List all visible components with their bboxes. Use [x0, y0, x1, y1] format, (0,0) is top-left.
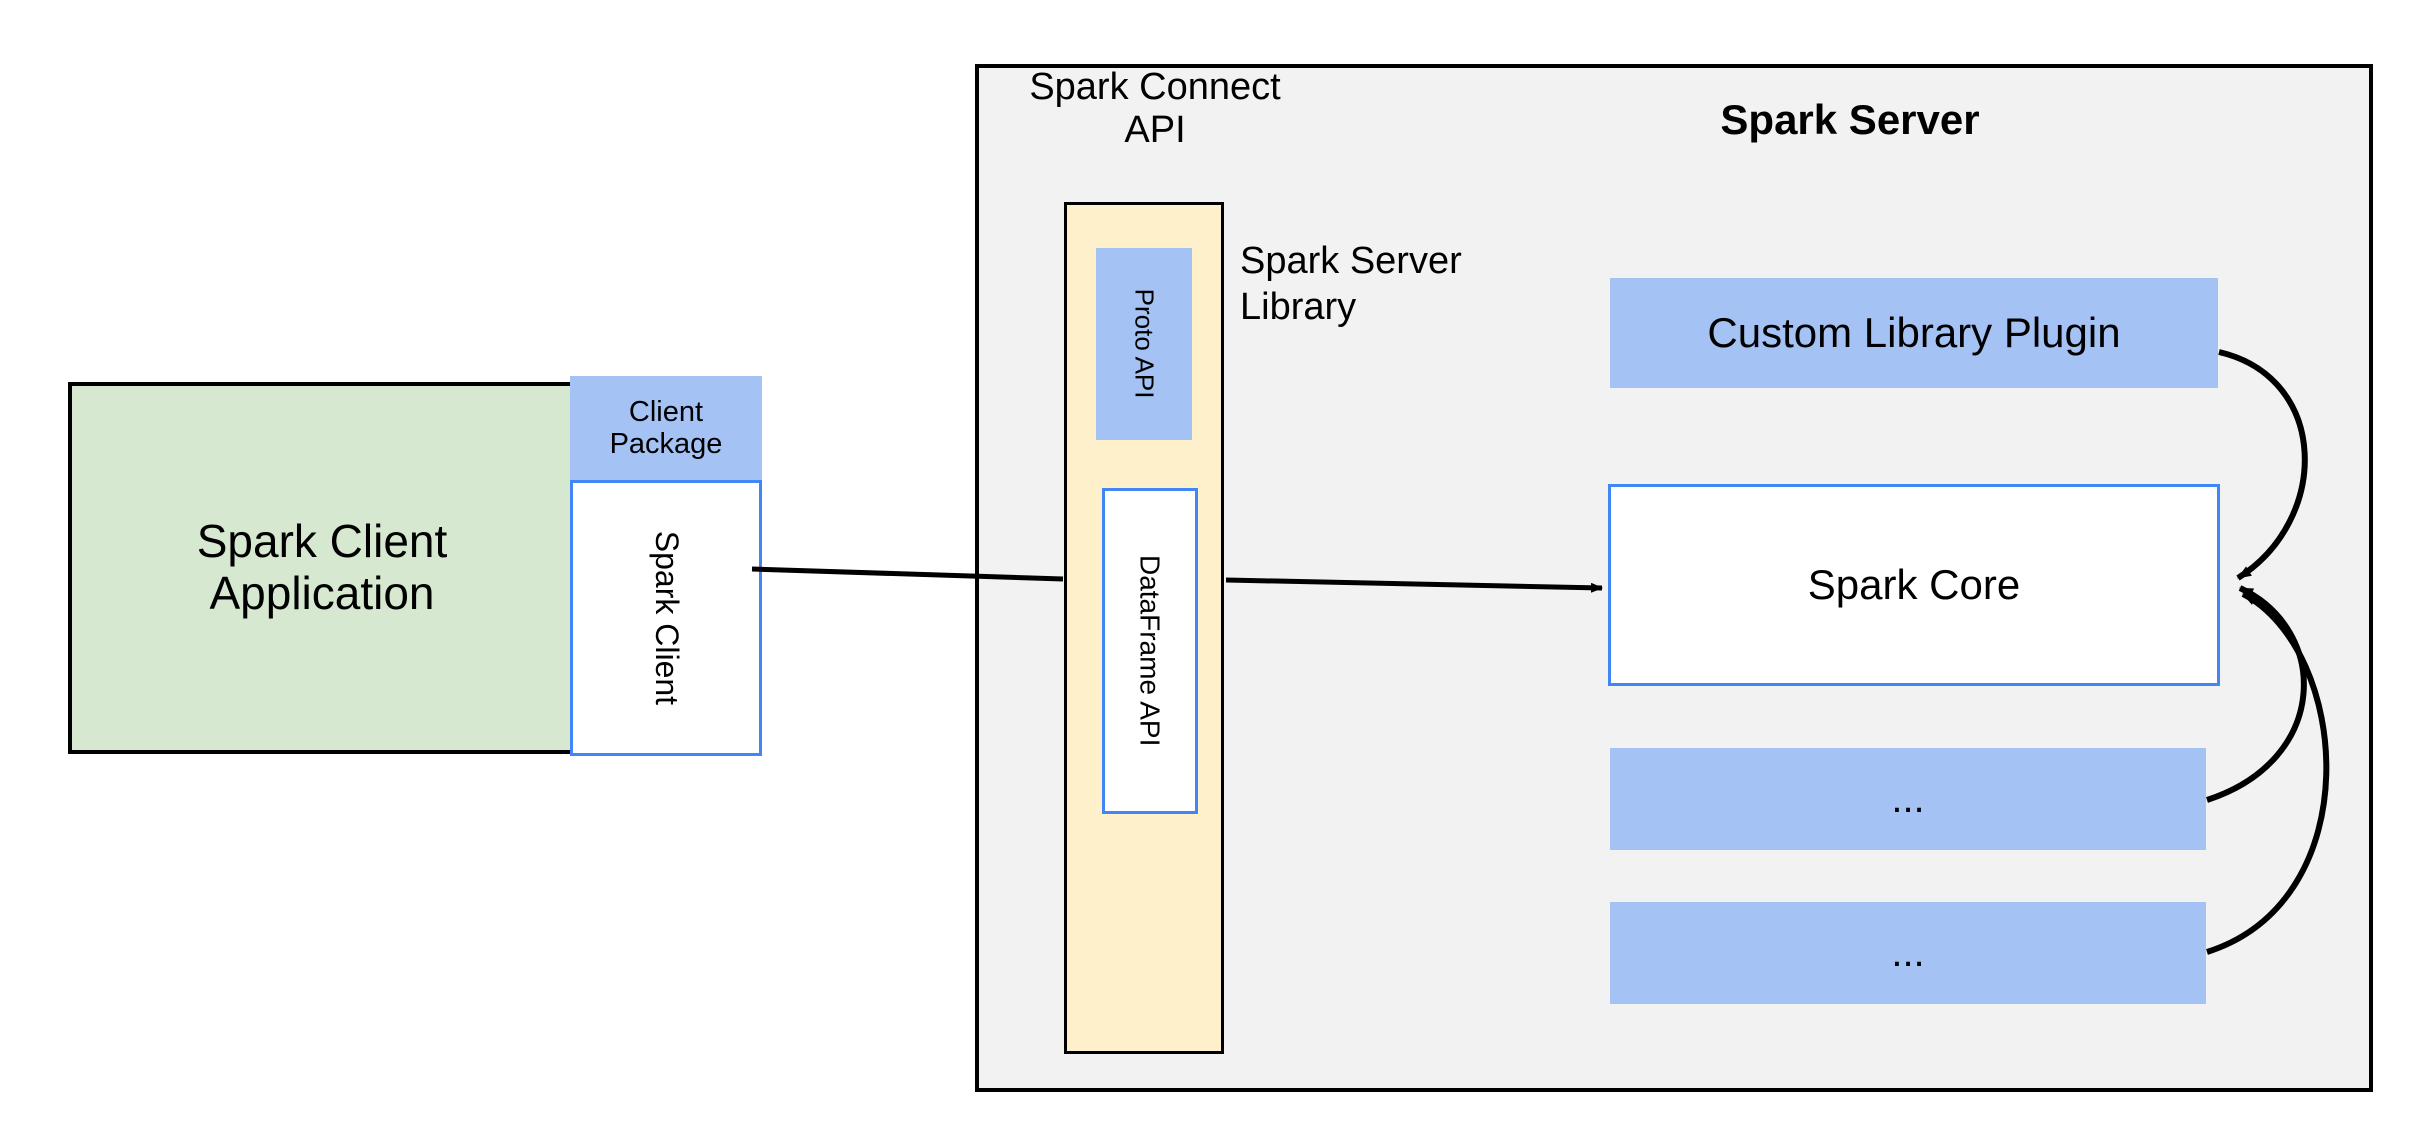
- spark-server-library-label: Spark Server Library: [1240, 240, 1462, 329]
- proto-api-label: Proto API: [1129, 289, 1160, 399]
- spark-server-title: Spark Server: [1720, 96, 1980, 144]
- custom-library-plugin-box: Custom Library Plugin: [1610, 278, 2218, 388]
- spark-client-box: Spark Client: [570, 480, 762, 756]
- spark-core-box: Spark Core: [1608, 484, 2220, 686]
- dataframe-api-box: DataFrame API: [1102, 488, 1198, 814]
- ellipsis-box-two: ...: [1610, 902, 2206, 1004]
- dataframe-api-label: DataFrame API: [1134, 555, 1166, 747]
- spark-client-label: Spark Client: [648, 530, 685, 706]
- spark-client-application-box: Spark Client Application: [68, 382, 576, 754]
- ellipsis-box-one: ...: [1610, 748, 2206, 850]
- proto-api-box: Proto API: [1096, 248, 1192, 440]
- spark-connect-api-label: Spark Connect API: [1029, 66, 1281, 151]
- client-package-box: Client Package: [570, 376, 762, 480]
